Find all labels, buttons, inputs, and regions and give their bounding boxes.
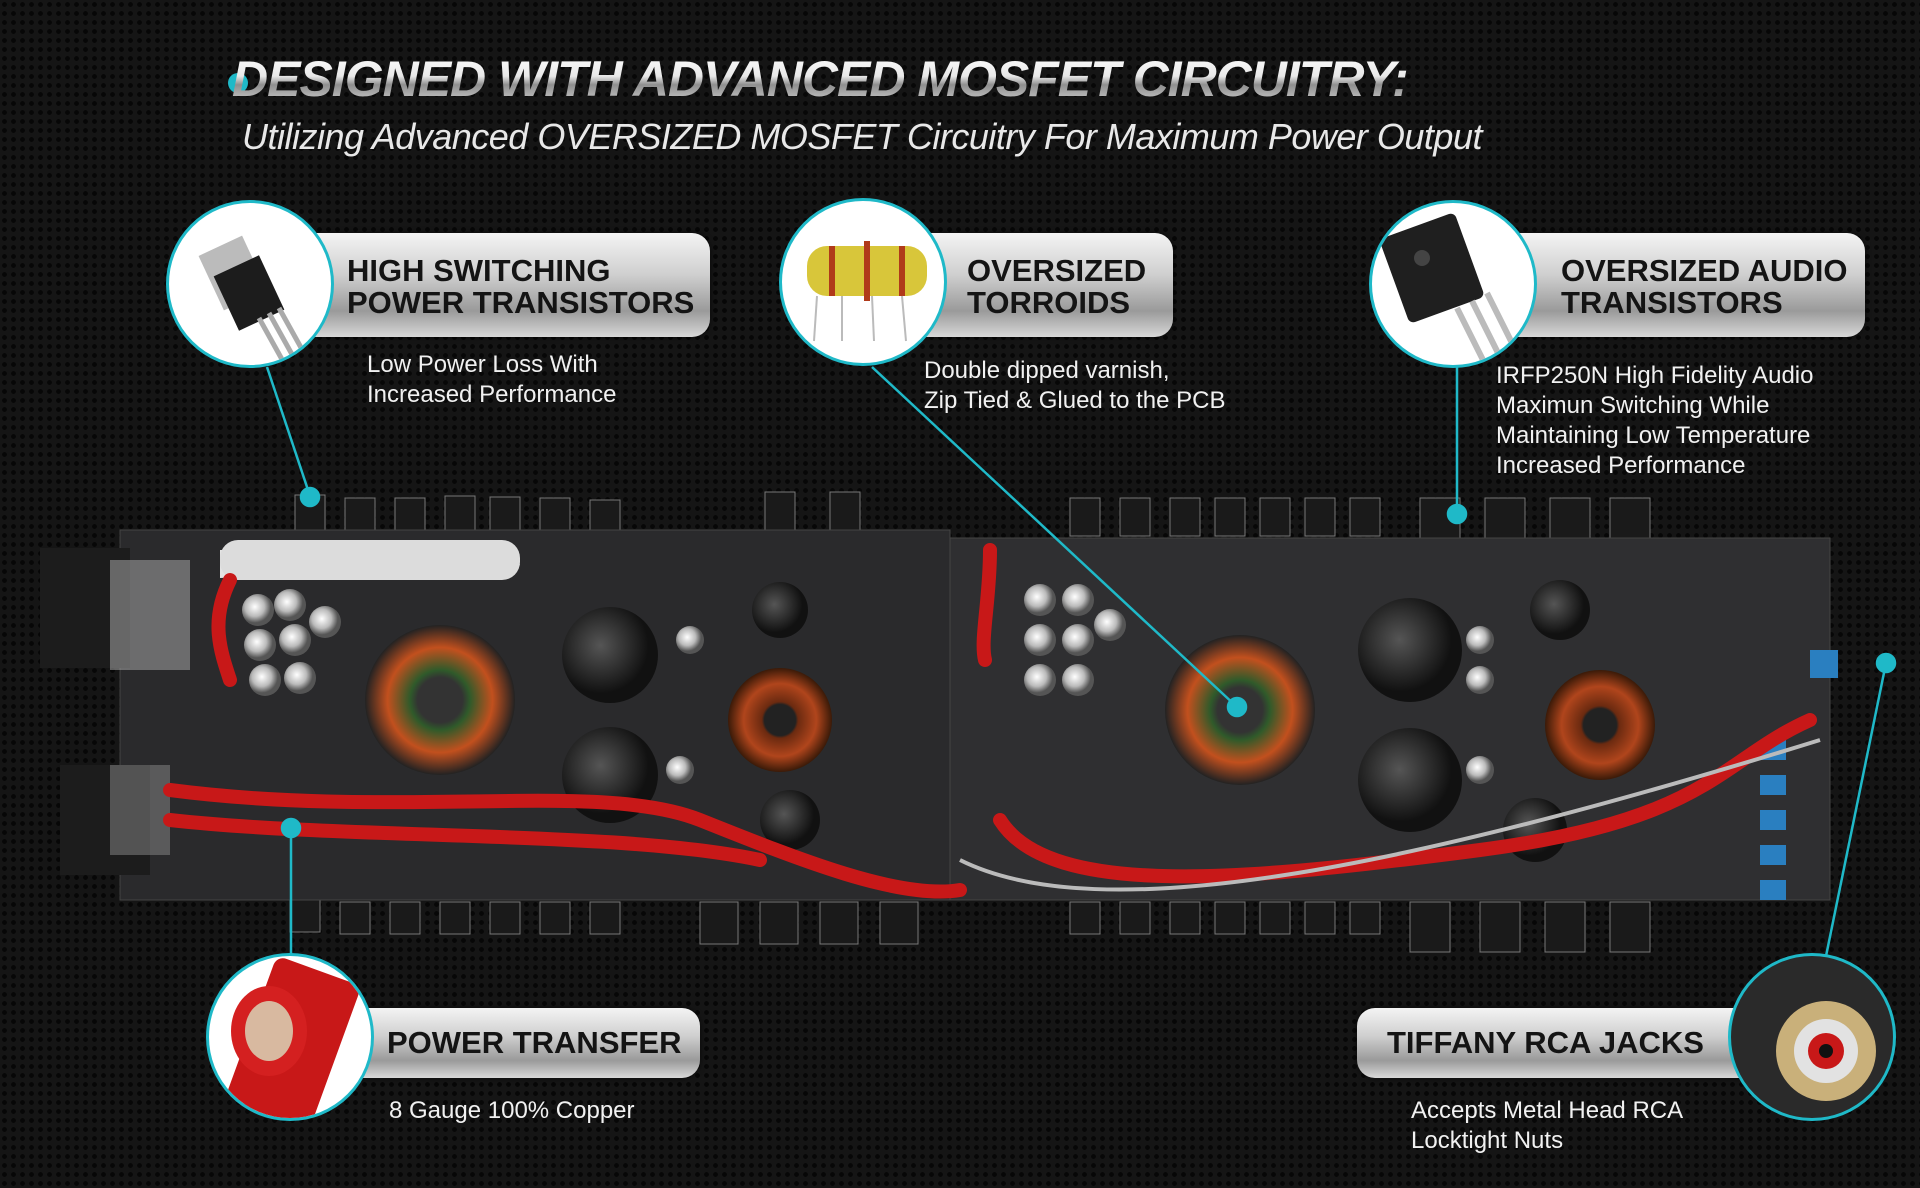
mosfet-transistor-icon <box>166 200 334 368</box>
callout-power-transfer: POWER TRANSFER <box>345 1008 700 1078</box>
page-title: DESIGNED WITH ADVANCED MOSFET CIRCUITRY: <box>232 51 1409 107</box>
callout-title: TIFFANY RCA JACKS <box>1387 1025 1704 1060</box>
callout-rca-jacks: TIFFANY RCA JACKS <box>1357 1008 1787 1078</box>
callout-title: POWER TRANSFER <box>387 1025 682 1060</box>
callout-description: 8 Gauge 100% Copper <box>389 1097 635 1124</box>
bottom-transistor-row <box>289 899 1651 953</box>
toroid-icon <box>779 198 947 366</box>
title-bullet-icon <box>228 73 248 93</box>
rca-jack-icon <box>1728 953 1896 1121</box>
audio-transistor-icon <box>1369 200 1537 368</box>
copper-cable-icon <box>206 953 374 1121</box>
leader-lines <box>265 366 1897 1036</box>
page-subtitle: Utilizing Advanced OVERSIZED MOSFET Circ… <box>242 116 1482 157</box>
callout-description: Double dipped varnish,Zip Tied & Glued t… <box>924 357 1226 414</box>
